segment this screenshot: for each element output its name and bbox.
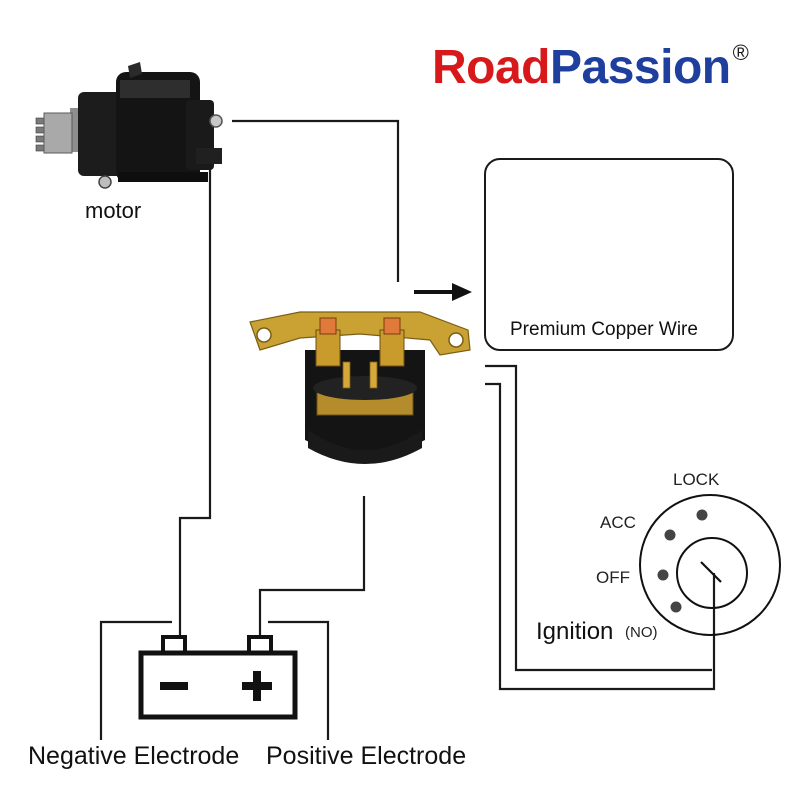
solenoid-relay-icon [249, 311, 471, 464]
off-position-label: OFF [596, 568, 630, 587]
registered-mark: ® [732, 40, 749, 65]
motor-label: motor [85, 198, 142, 223]
wire-negative-label-lead [99, 620, 172, 740]
acc-position-label: ACC [600, 513, 636, 532]
copper-wire-label: Premium Copper Wire [510, 319, 698, 340]
brand-logo-part2: Passion [550, 41, 731, 94]
wire-motor-to-solenoid [232, 119, 400, 282]
negative-electrode-label: Negative Electrode [28, 742, 240, 770]
wire-ignition-2 [485, 382, 716, 691]
wire-motor-to-negative [178, 158, 212, 637]
starter-motor-icon [35, 62, 223, 189]
brand-logo: RoadPassion® [432, 41, 749, 94]
arrow-right-icon [414, 283, 472, 301]
wiring [99, 119, 716, 740]
lock-position-label: LOCK [673, 470, 720, 489]
battery-icon [138, 635, 298, 720]
wire-positive-label-lead [268, 620, 330, 740]
wire-ignition-1 [485, 364, 712, 672]
positive-electrode-label: Positive Electrode [266, 742, 467, 770]
ignition-mode-label: (NO) [625, 624, 658, 641]
ignition-switch-icon [639, 494, 781, 636]
wire-solenoid-to-positive [258, 496, 366, 637]
ignition-label: Ignition [536, 618, 614, 645]
brand-logo-part1: Road [432, 41, 551, 94]
copper-wire-callout-box [484, 158, 734, 351]
